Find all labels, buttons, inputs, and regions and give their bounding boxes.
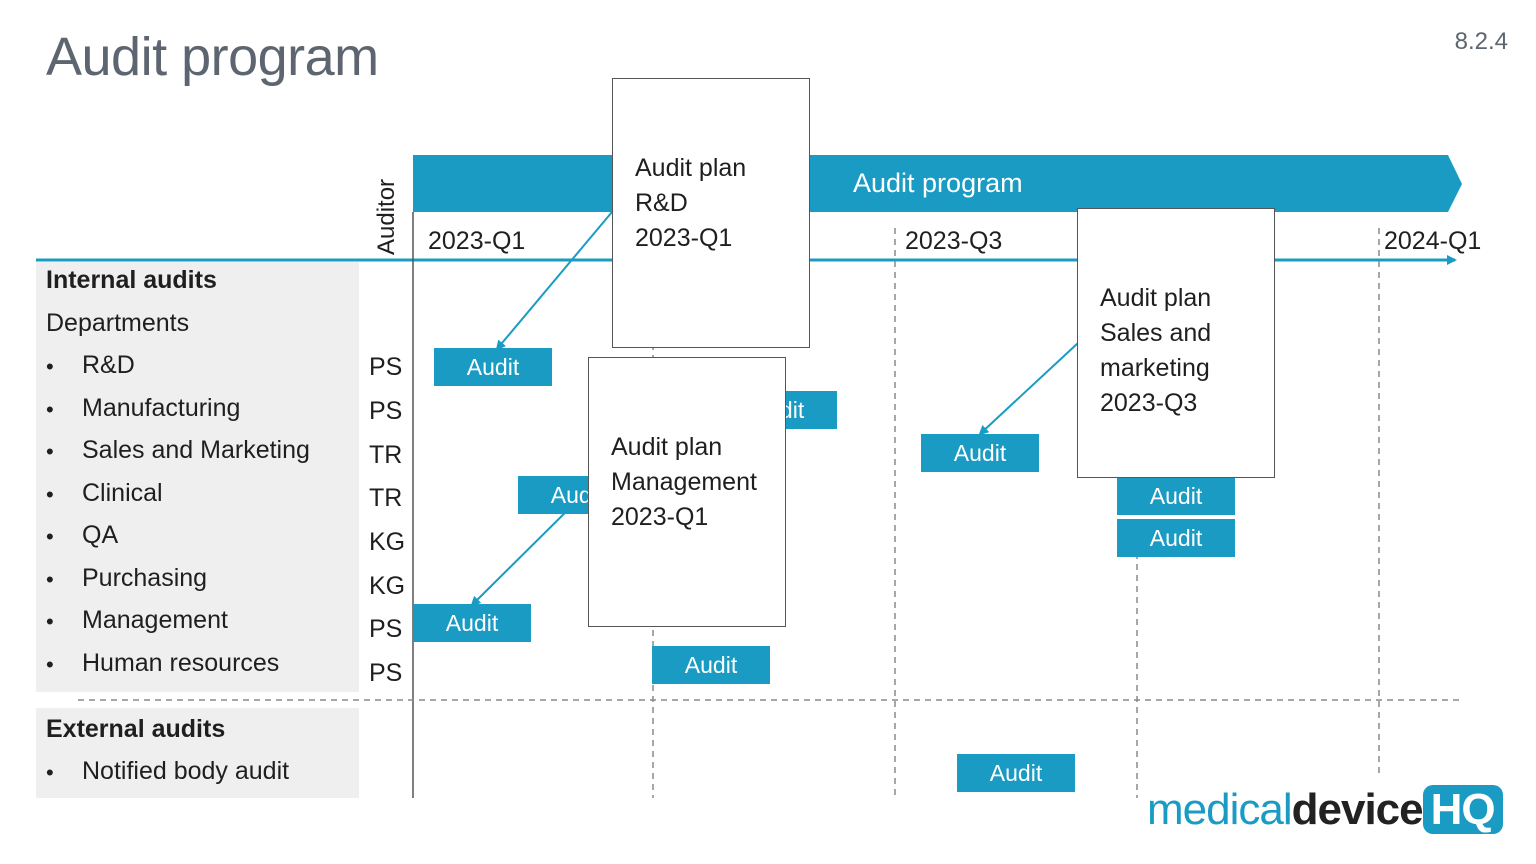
- department-manufacturing: Manufacturing: [82, 394, 241, 422]
- auditor-human-resources: PS: [369, 659, 403, 687]
- logo-part-device: device: [1291, 785, 1424, 834]
- internal-audits-panel: [36, 262, 359, 692]
- bullet: •: [46, 652, 54, 677]
- department-human-resources: Human resources: [82, 649, 280, 677]
- audit-human-resources[interactable]: Audit: [652, 646, 770, 684]
- auditor-management: PS: [369, 615, 403, 643]
- logo-part-medical: medical: [1147, 785, 1293, 834]
- audit-qa[interactable]: Audit: [1117, 519, 1235, 557]
- plan-rd-line-1: Audit plan: [635, 154, 747, 182]
- audit-management[interactable]: Audit: [413, 604, 531, 642]
- external-notified-body: Notified body audit: [82, 757, 290, 785]
- quarter-label-2024-q1: 2024-Q1: [1384, 227, 1482, 255]
- auditor-clinical: TR: [369, 484, 403, 512]
- bullet: •: [46, 760, 54, 785]
- plan-sales-line-3: marketing: [1100, 354, 1210, 382]
- slide-number: 8.2.4: [1454, 28, 1508, 55]
- plan-sales-line-4: 2023-Q3: [1100, 389, 1198, 417]
- department-clinical: Clinical: [82, 479, 163, 507]
- arrow-plan-rd: [495, 211, 613, 351]
- audit-rd[interactable]: Audit: [434, 348, 552, 386]
- plan-sales-line-2: Sales and: [1100, 319, 1212, 347]
- plan-rd-line-3: 2023-Q1: [635, 224, 733, 252]
- department-rd: R&D: [82, 351, 135, 379]
- audit-plan-sales-marketing[interactable]: Audit plan Sales and marketing 2023-Q3: [1077, 208, 1275, 478]
- external-audits-panel: [36, 708, 359, 798]
- bullet: •: [46, 567, 54, 592]
- bullet: •: [46, 609, 54, 634]
- department-sales-marketing: Sales and Marketing: [82, 436, 310, 464]
- audit-sales-marketing[interactable]: Audit: [921, 434, 1039, 472]
- plan-sales-line-1: Audit plan: [1100, 284, 1212, 312]
- audit-notified-body[interactable]: Audit: [957, 754, 1075, 792]
- auditor-sales-marketing: TR: [369, 441, 403, 469]
- auditor-purchasing: KG: [369, 572, 406, 600]
- quarter-label-2023-q1: 2023-Q1: [428, 227, 526, 255]
- external-audits-heading: External audits: [46, 715, 226, 743]
- auditor-rd: PS: [369, 353, 403, 381]
- auditor-header: Auditor: [373, 178, 400, 255]
- auditor-qa: KG: [369, 528, 406, 556]
- departments-subheading: Departments: [46, 309, 190, 337]
- department-qa: QA: [82, 521, 119, 549]
- audit-plan-management[interactable]: Audit plan Management 2023-Q1: [588, 357, 786, 627]
- internal-audits-heading: Internal audits: [46, 266, 217, 294]
- banner-label: Audit program: [853, 168, 1023, 198]
- quarter-label-2023-q3: 2023-Q3: [905, 227, 1003, 255]
- bullet: •: [46, 439, 54, 464]
- audit-clinical-q4[interactable]: Audit: [1117, 477, 1235, 515]
- bullet: •: [46, 482, 54, 507]
- department-purchasing: Purchasing: [82, 564, 208, 592]
- plan-management-line-3: 2023-Q1: [611, 503, 709, 531]
- bullet: •: [46, 524, 54, 549]
- page-title: Audit program: [46, 27, 379, 87]
- arrow-plan-sales: [978, 342, 1079, 436]
- plan-management-line-2: Management: [611, 468, 757, 496]
- plan-rd-line-2: R&D: [635, 189, 688, 217]
- bullet: •: [46, 354, 54, 379]
- department-management: Management: [82, 606, 228, 634]
- logo-part-hq: HQ: [1422, 785, 1503, 834]
- bullet: •: [46, 397, 54, 422]
- auditor-manufacturing: PS: [369, 397, 403, 425]
- plan-management-line-1: Audit plan: [611, 433, 723, 461]
- audit-plan-rd[interactable]: Audit plan R&D 2023-Q1: [612, 78, 810, 348]
